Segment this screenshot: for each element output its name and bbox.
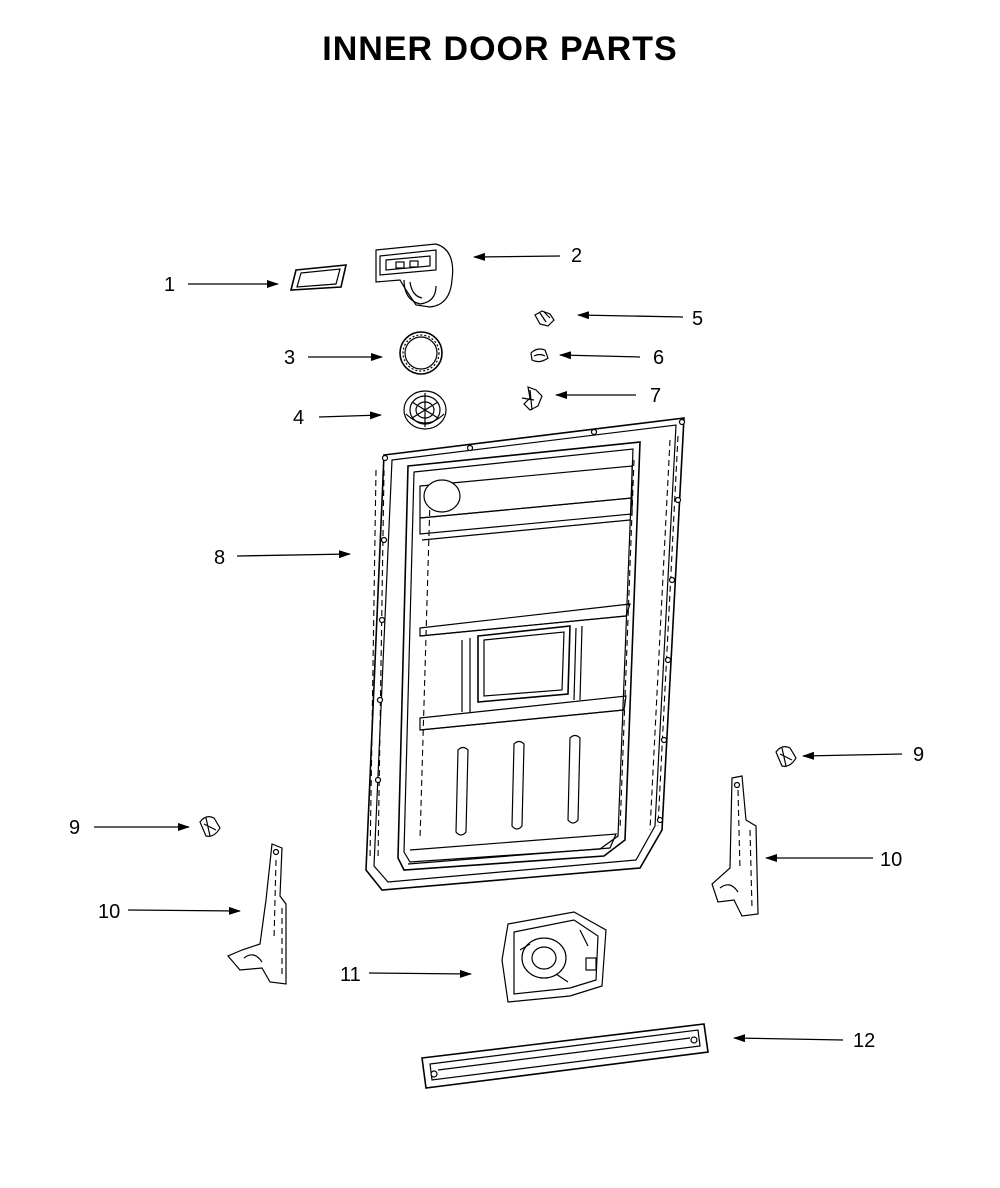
part-11-latch	[501, 911, 607, 1003]
arrow-2	[473, 252, 561, 261]
part-7-lever	[521, 386, 543, 411]
callout-9-right: 9	[913, 744, 924, 766]
callout-6: 6	[653, 347, 664, 369]
callout-12: 12	[853, 1030, 875, 1052]
part-2-dispenser	[375, 243, 454, 308]
part-9-right-clip	[775, 746, 797, 767]
part-10-right-hinge	[711, 775, 759, 917]
callout-1: 1	[164, 274, 175, 296]
part-3-ring-seal	[399, 331, 443, 375]
part-12-trim-strip	[421, 1023, 709, 1089]
part-8-inner-door	[365, 417, 686, 891]
callout-7: 7	[650, 385, 661, 407]
callout-10-right: 10	[880, 849, 902, 871]
arrow-10-left	[127, 906, 241, 915]
part-5-clip	[534, 310, 555, 327]
callout-10-left: 10	[98, 901, 120, 923]
arrow-12	[733, 1034, 844, 1043]
leader-arrows	[94, 252, 903, 1043]
part-6-button	[530, 348, 549, 363]
callout-5: 5	[692, 308, 703, 330]
callout-2: 2	[571, 245, 582, 267]
part-1-gasket	[289, 264, 348, 291]
part-10-left-hinge	[227, 843, 287, 985]
arrow-11	[368, 969, 472, 978]
callout-8: 8	[214, 547, 225, 569]
arrow-5	[577, 311, 684, 320]
arrow-8	[236, 550, 351, 559]
callout-4: 4	[293, 407, 304, 429]
callout-3: 3	[284, 347, 295, 369]
part-4-cap	[403, 390, 447, 430]
callout-9-left: 9	[69, 817, 80, 839]
part-9-left-clip	[199, 816, 221, 837]
arrow-4	[318, 411, 382, 420]
arrow-6	[559, 351, 641, 360]
callout-11: 11	[340, 964, 361, 986]
page-title: INNER DOOR PARTS	[322, 30, 678, 68]
arrow-9-right	[802, 751, 903, 760]
